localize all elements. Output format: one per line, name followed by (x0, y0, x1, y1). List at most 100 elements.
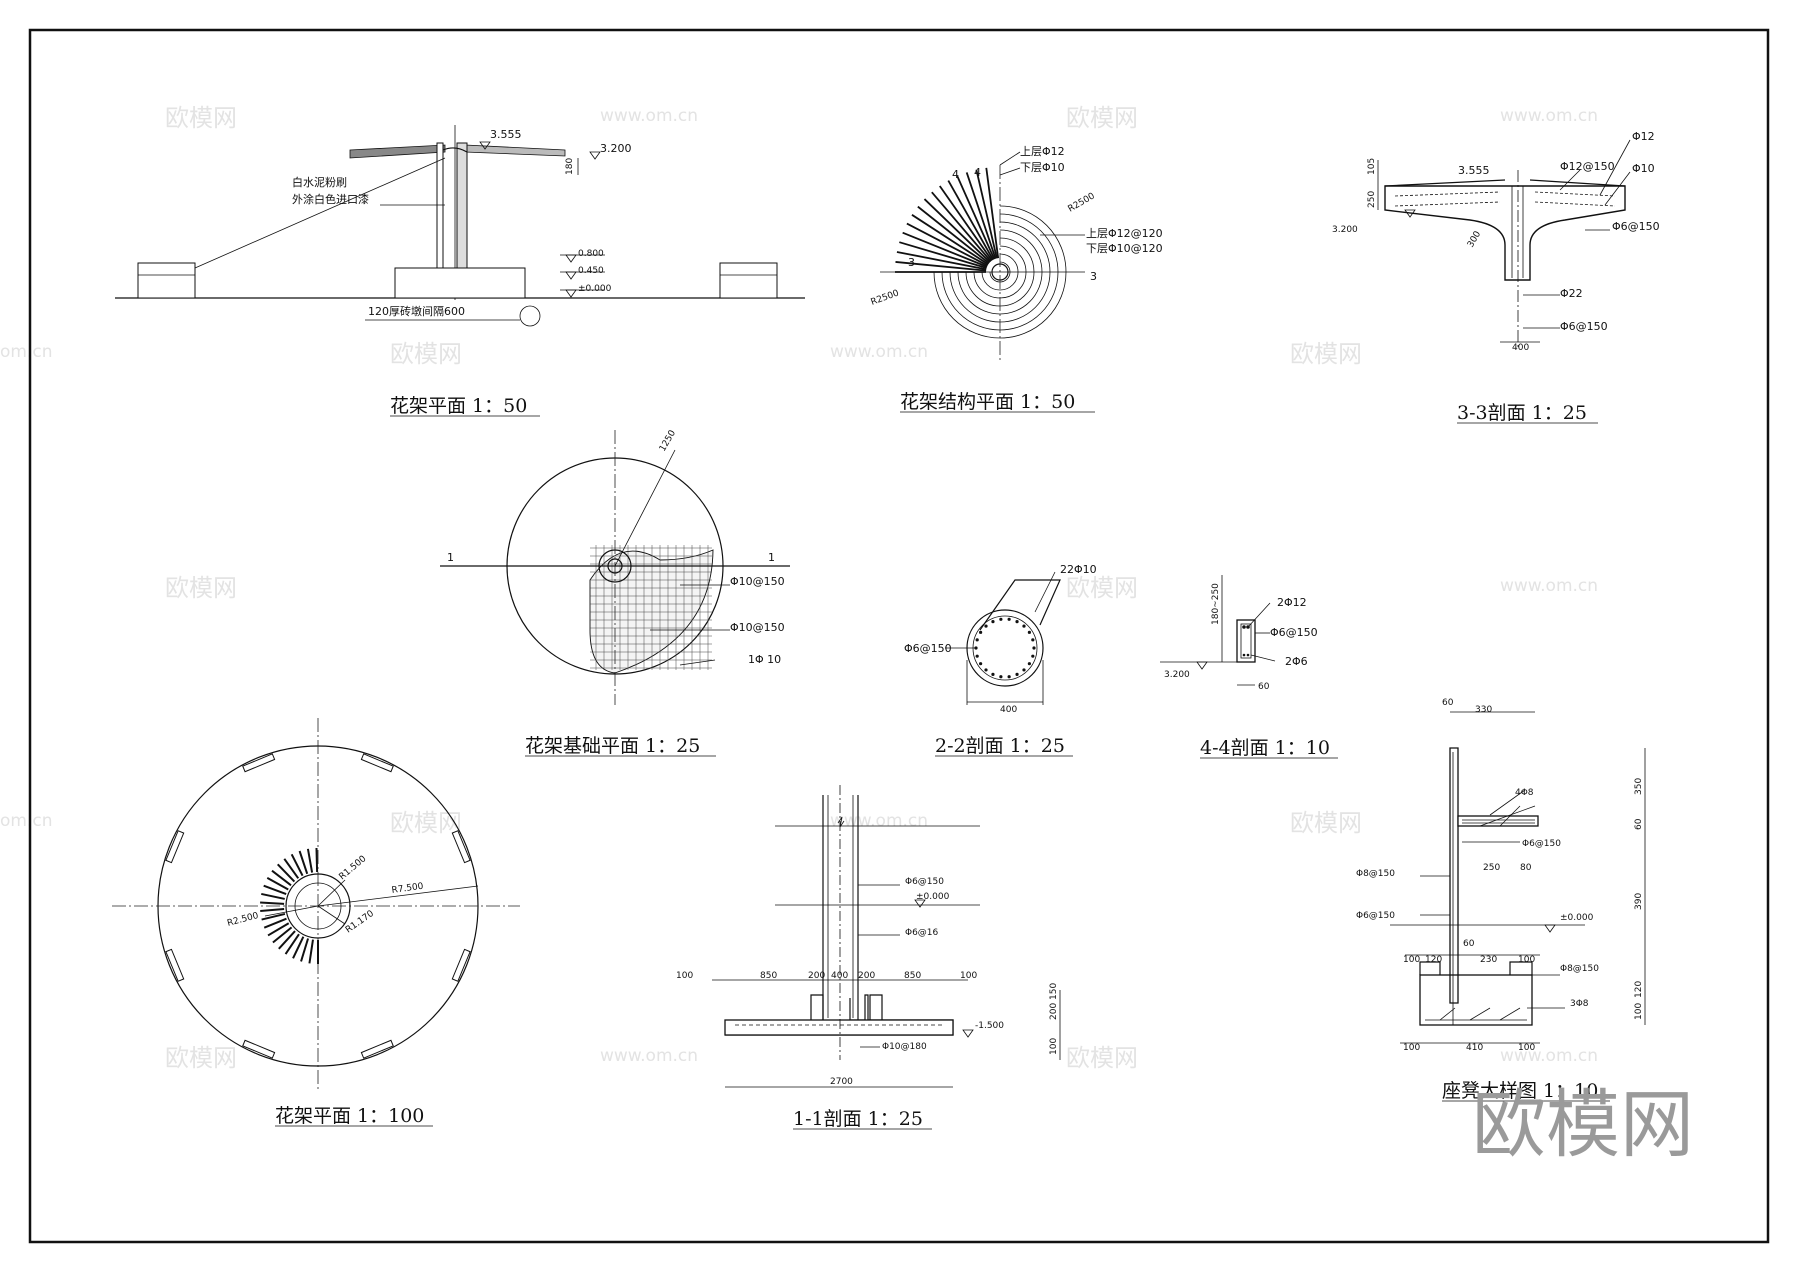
bench-right (719, 262, 778, 299)
dim-label: 400 (831, 971, 848, 981)
rebar-dot (1022, 624, 1026, 628)
rebar-dot (979, 630, 983, 634)
dim-label: 60 (1463, 939, 1475, 949)
view-section-33: 400 3.200 3.555 105 250 300 Φ12@150 Φ12 … (1332, 130, 1660, 424)
level-mark (1404, 209, 1416, 218)
radius-line (614, 449, 676, 567)
hatch (1499, 1007, 1521, 1021)
ring (973, 245, 1027, 299)
note: 外涂白色进口漆 (292, 192, 369, 206)
section-cut-label: 1 (768, 551, 775, 564)
dim-label: 100 (960, 971, 977, 981)
rebar-label: Φ6@16 (905, 928, 939, 938)
rebar (1394, 201, 1501, 207)
seat-slab (1457, 815, 1539, 827)
beam-ray (263, 884, 287, 896)
rebar-label: Φ8@150 (1560, 964, 1599, 974)
slab-top (1384, 179, 1506, 187)
footing-step (1419, 961, 1441, 975)
dim-label: 200 (808, 971, 825, 981)
beam-ray (263, 917, 287, 929)
dim-label: 100 (1403, 1043, 1420, 1053)
leader (999, 151, 1021, 166)
rebar-dot (975, 638, 979, 642)
dim-label: 100 (676, 971, 693, 981)
inner-circle (285, 873, 351, 939)
rebar-label: 下层Φ10 (1020, 161, 1065, 174)
level-mark (1196, 661, 1208, 670)
leader (1034, 571, 1056, 613)
beam-ray (260, 901, 285, 905)
rebar-label: 3Φ8 (1570, 999, 1589, 1009)
view-title: 2-2剖面 1：25 (935, 735, 1065, 757)
beam-ray (947, 180, 994, 261)
view-section-11: Φ6@150 ±0.000 Φ6@16 Φ10@180 -1.500 100 8… (676, 785, 1061, 1130)
dim-label: 150 (1049, 983, 1059, 1000)
leader (1247, 602, 1271, 628)
rebar-label: 4Φ8 (1515, 788, 1534, 798)
section-cut-label: 3 (908, 256, 915, 269)
section-cut-label: 4 (952, 168, 959, 181)
ring (941, 213, 1059, 331)
watermark-text: 欧模网 (165, 1044, 237, 1072)
bench (165, 948, 185, 982)
rebar (1534, 191, 1616, 197)
level-mark (1544, 924, 1556, 933)
hatch (1499, 805, 1521, 827)
level-mark (565, 271, 577, 280)
dim-label: 100 (1518, 955, 1535, 965)
dim-label: 350 (1634, 778, 1644, 795)
bench (451, 830, 471, 864)
rebar (1394, 191, 1501, 197)
level-label: 3.200 (1332, 225, 1358, 235)
section-cut-label: 3 (1090, 270, 1097, 283)
rebar-dot (1242, 625, 1246, 629)
rebar-dot (999, 675, 1003, 679)
beam-ray (284, 933, 300, 955)
watermark-text: 欧模网 (165, 104, 237, 132)
column-outline (979, 579, 1061, 631)
rebar-dot (991, 620, 995, 624)
rebar-label: Φ10@150 (730, 575, 785, 588)
rebar-dot (974, 646, 978, 650)
beam-ray (917, 205, 990, 264)
rebar-label: Φ6@150 (1560, 320, 1608, 333)
level-mark (565, 254, 577, 263)
beam-ray (290, 853, 304, 877)
dim-label: 100 (1403, 955, 1420, 965)
beam-ray (298, 850, 309, 875)
watermark-url: www.om.cn (1500, 1046, 1598, 1066)
view-elevation: 白水泥粉刷 外涂白色进口漆 3.555 3.200 180 0.800 0.45… (115, 125, 805, 417)
view-title: 花架结构平面 1：50 (900, 391, 1075, 413)
view-bench-detail: ±0.000 60 330 4Φ8 Φ6@150 250 80 Φ8@150 Φ… (1356, 698, 1646, 1102)
view-title: 1-1剖面 1：25 (793, 1108, 923, 1130)
level-label: ±0.000 (1560, 913, 1594, 923)
leader (194, 157, 446, 269)
rebar-label: Φ6@150 (1522, 839, 1561, 849)
level-label: 0.800 (578, 249, 604, 259)
stirrup (1240, 623, 1252, 659)
bench (242, 1039, 276, 1059)
slab-top (1529, 179, 1626, 187)
leader (1604, 171, 1631, 206)
beam-ray (931, 191, 992, 262)
beam-ray (985, 167, 1000, 259)
level-label: -1.500 (975, 1021, 1004, 1031)
dim-label: 410 (1466, 1043, 1483, 1053)
rebar-dot (1246, 653, 1250, 657)
ring (933, 205, 1067, 339)
beam-ray (939, 185, 993, 262)
view-title: 花架基础平面 1：25 (525, 735, 700, 757)
beam-ray (276, 863, 296, 883)
dim-label: 60 (1442, 698, 1454, 708)
beam-ray (292, 936, 305, 959)
leader (1559, 169, 1581, 191)
watermark-url: www.om.cn (830, 811, 928, 831)
watermark-layer: 欧模网 www.om.cn 欧模网 www.om.cn om.cn 欧模网 ww… (0, 104, 1598, 1072)
dim-label: 250 (1483, 863, 1500, 873)
watermark-text: 欧模网 (1066, 1044, 1138, 1072)
beam-ray (896, 251, 987, 271)
pergola-top-left (349, 144, 446, 159)
rebar-label: Φ6@150 (1356, 911, 1395, 921)
view-section-22: 400 22Φ10 Φ6@150 2-2剖面 1：25 (904, 563, 1097, 757)
